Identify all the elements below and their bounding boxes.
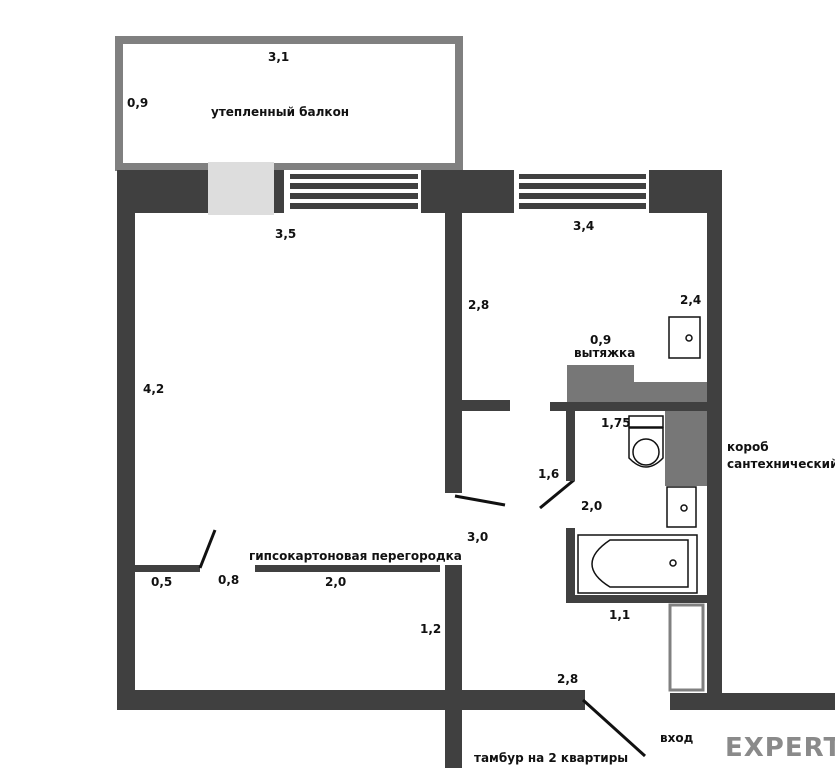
bathroom-door xyxy=(539,478,575,510)
kitchen-door xyxy=(454,494,506,507)
dim-bath-height: 2,0 xyxy=(581,499,603,513)
bottom-right-wall xyxy=(670,693,835,710)
partition-wall xyxy=(255,565,440,572)
bath-bottom-wall xyxy=(566,595,707,603)
dim-bath-bottom: 1,1 xyxy=(609,608,631,622)
kitchen-wall xyxy=(445,213,462,493)
dim-corridor: 1,2 xyxy=(420,622,442,636)
hood-label: вытяжка xyxy=(574,346,636,360)
entrance-door xyxy=(581,698,647,758)
dim-partition: 2,0 xyxy=(325,575,347,589)
plumbing-duct xyxy=(665,411,707,486)
balcony-width: 0,9 xyxy=(127,96,149,110)
dim-toilet: 1,75 xyxy=(601,416,631,430)
dim-kitchen-wall: 2,8 xyxy=(468,298,490,312)
hood-duct xyxy=(634,382,707,405)
room-door xyxy=(198,529,217,569)
balcony-door xyxy=(208,162,274,215)
partition-label: гипсокартоновая перегородка xyxy=(249,549,462,563)
dim-hall: 3,0 xyxy=(467,530,489,544)
expert-logo: EXPERT xyxy=(725,733,835,763)
bathroom-sink-icon xyxy=(666,486,697,528)
dim-stub: 0,5 xyxy=(151,575,173,589)
vestibule-label: тамбур на 2 квартиры xyxy=(474,751,629,765)
dim-door-gap: 0,8 xyxy=(218,573,240,587)
toilet-icon xyxy=(628,415,664,468)
kitchen-sink-icon xyxy=(668,316,701,359)
duct-label-1: короб xyxy=(727,440,769,454)
left-wall xyxy=(117,170,135,710)
closet xyxy=(668,603,705,692)
entrance-label: вход xyxy=(660,731,694,745)
balcony-label: утепленный балкон xyxy=(211,105,350,119)
window-left xyxy=(284,170,421,213)
window-right xyxy=(514,170,649,213)
bath-left-wall xyxy=(566,528,575,603)
right-wall xyxy=(707,170,722,710)
bathroom-left-wall xyxy=(566,411,575,481)
bottom-wall xyxy=(117,690,585,710)
corridor-wall xyxy=(445,565,462,768)
balcony-length: 3,1 xyxy=(268,50,290,64)
balcony-frame xyxy=(115,36,463,171)
duct-label-2: сантехнический xyxy=(727,457,835,471)
dim-bath-door: 1,6 xyxy=(538,467,560,481)
dim-room-left: 4,2 xyxy=(143,382,165,396)
dim-room-top: 3,5 xyxy=(275,227,297,241)
dim-kitchen-right: 2,4 xyxy=(680,293,702,307)
hood-block xyxy=(567,365,634,405)
kitchen-wall-stub xyxy=(462,400,510,411)
dim-bottom: 2,8 xyxy=(557,672,579,686)
dim-kitchen-top: 3,4 xyxy=(573,219,595,233)
dim-hood: 0,9 xyxy=(590,333,612,347)
bathtub-icon xyxy=(577,534,698,594)
bathroom-top-wall xyxy=(550,402,707,411)
left-stub-wall xyxy=(135,565,200,572)
